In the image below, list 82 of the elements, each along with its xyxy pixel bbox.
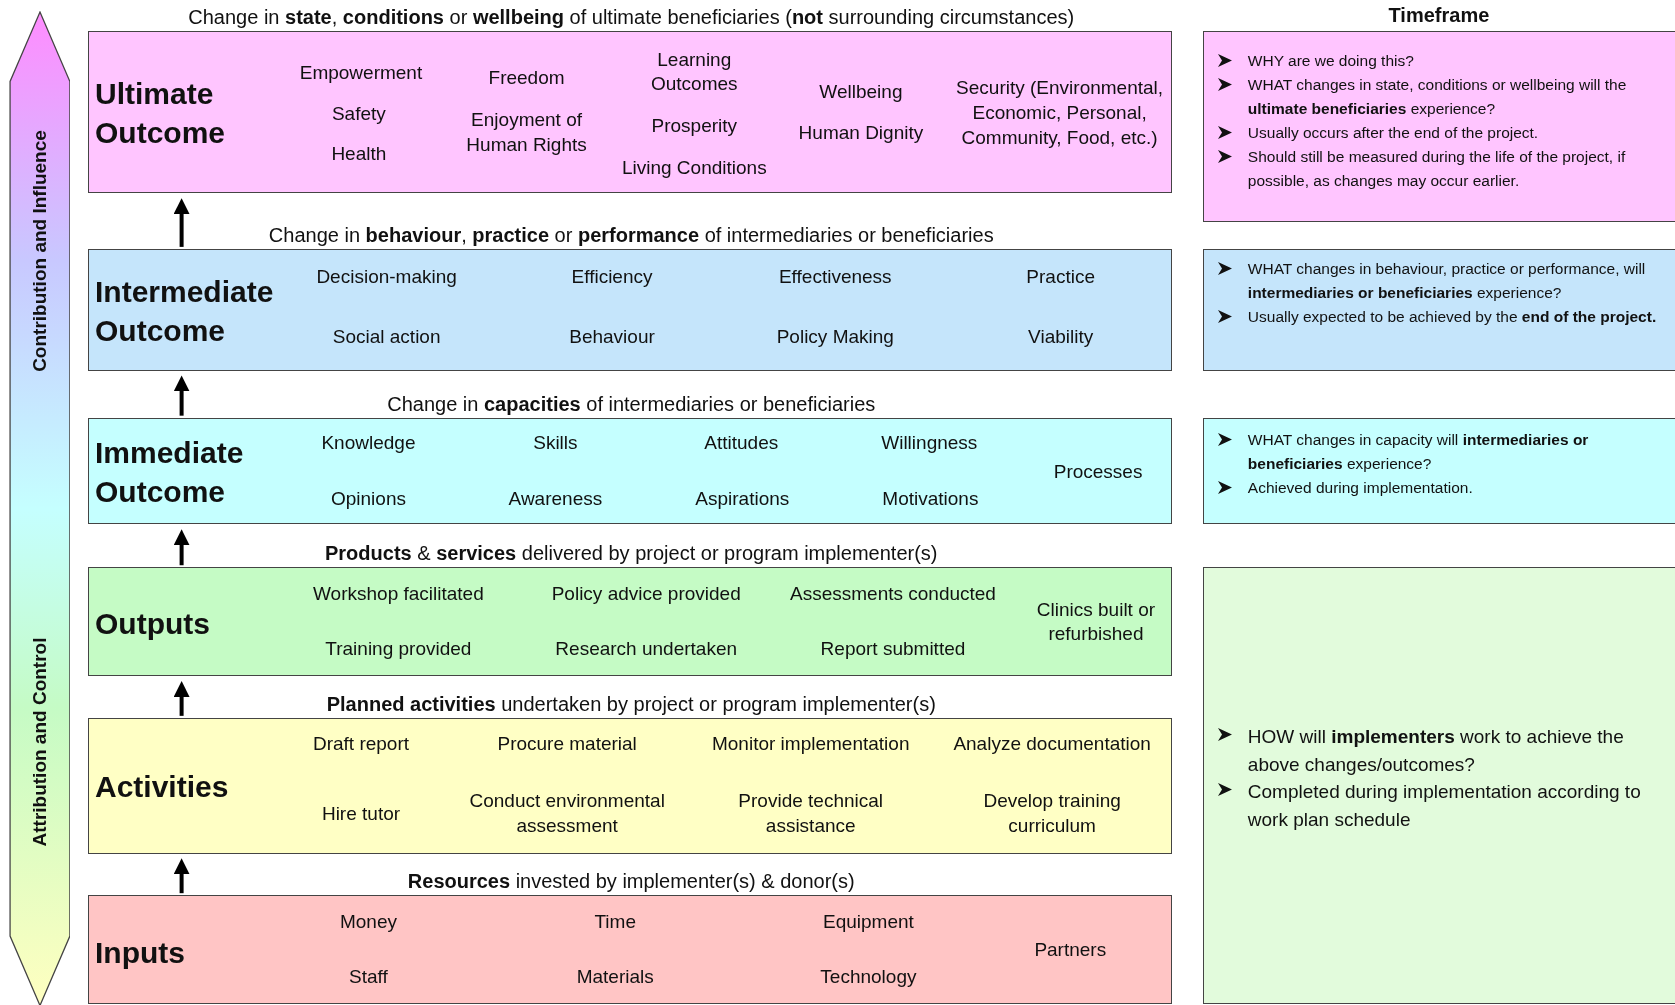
item-text: Attitudes	[703, 430, 780, 455]
level-heading: Planned activities undertaken by project or program implementer(s)	[326, 692, 936, 716]
item-text: Viability	[1027, 325, 1095, 350]
item-text: Partners	[1033, 937, 1108, 962]
up-arrow	[173, 529, 190, 566]
item-text: Procure material	[496, 732, 638, 757]
level-heading: Change in state, conditions or wellbeing of ultimate beneficiaries (not surrounding circumstances)	[188, 5, 1075, 29]
timeframe-box	[1202, 30, 1675, 223]
column-heading: Timeframe	[1388, 3, 1490, 27]
item-text: Empowerment	[298, 60, 424, 85]
item-text: Conduct environmental assessment	[468, 789, 666, 838]
level-title: Outputs	[95, 605, 211, 642]
level-title: Immediate Outcome	[95, 435, 245, 511]
level-heading: Change in capacities of intermediaries or beneficiaries	[387, 392, 876, 416]
item-text: Living Conditions	[620, 155, 768, 180]
item-text: Policy Making	[775, 325, 895, 350]
item-text: Efficiency	[570, 264, 654, 289]
item-text: Security (Environmental, Economic, Personal, Community, Food, etc.)	[955, 76, 1165, 150]
bullet-text: Completed during implementation according to work plan schedule	[1247, 781, 1641, 830]
timeframe-box	[1202, 248, 1675, 371]
item-text: Motivations	[881, 486, 980, 511]
level-title: Ultimate Outcome	[95, 76, 227, 152]
item-text: Money	[338, 909, 398, 934]
timeframe-box	[1202, 417, 1675, 525]
timeframe-box	[1202, 567, 1675, 1005]
item-text: Prosperity	[650, 113, 739, 138]
item-text: Health	[330, 141, 388, 166]
item-text: Policy advice provided	[550, 581, 742, 606]
level-title: Inputs	[95, 934, 186, 971]
level-heading: Products & services delivered by project or program implementer(s)	[325, 541, 938, 565]
item-text: Practice	[1025, 264, 1096, 289]
bullet-text: WHAT changes in behaviour, practice or performance, will intermediaries or beneficiaries experience?	[1247, 260, 1646, 302]
item-text: Willingness	[880, 430, 979, 455]
item-text: Hire tutor	[320, 801, 402, 826]
bullet-text: Achieved during implementation.	[1247, 479, 1473, 497]
vertical-label: Attribution and Control	[28, 637, 51, 847]
vertical-label: Contribution and Influence	[28, 130, 51, 372]
bullet-text: WHAT changes in capacity will intermediaries or beneficiaries experience?	[1247, 431, 1589, 473]
level-heading: Resources invested by implementer(s) & donor(s)	[407, 869, 855, 893]
item-text: Workshop facilitated	[312, 581, 485, 606]
up-arrow	[173, 375, 190, 416]
item-text: Develop training curriculum	[982, 789, 1122, 838]
bullet-text: Should still be measured during the life of the project, if possible, as changes may occur earlier.	[1247, 148, 1626, 190]
bullet-text: HOW will implementers work to achieve the above changes/outcomes?	[1247, 726, 1624, 775]
item-text: Technology	[819, 965, 918, 989]
item-text: Opinions	[329, 486, 407, 511]
item-text: Knowledge	[320, 430, 417, 455]
item-text: Effectiveness	[777, 264, 893, 289]
item-text: Processes	[1052, 459, 1144, 484]
item-text: Training provided	[324, 637, 473, 662]
up-arrow	[173, 858, 190, 894]
up-arrow	[173, 681, 190, 716]
item-text: Safety	[330, 101, 387, 126]
item-text: Enjoyment of Human Rights	[465, 108, 588, 158]
up-arrow	[173, 198, 190, 247]
item-text: Decision-making	[315, 264, 458, 289]
level-title: Activities	[95, 768, 230, 805]
item-text: Time	[593, 909, 637, 934]
item-text: Research undertaken	[554, 637, 739, 662]
item-text: Aspirations	[694, 486, 791, 511]
item-text: Analyze documentation	[952, 732, 1152, 757]
item-text: Learning Outcomes	[650, 47, 739, 97]
item-text: Equipment	[822, 909, 915, 934]
item-text: Freedom	[487, 65, 566, 90]
item-text: Draft report	[311, 732, 410, 757]
item-text: Clinics built or refurbished	[1035, 598, 1157, 647]
item-text: Monitor implementation	[711, 732, 911, 757]
item-text: Behaviour	[568, 325, 656, 350]
item-text: Awareness	[507, 486, 604, 511]
item-text: Staff	[348, 965, 389, 989]
bullet-text: Usually expected to be achieved by the end of the project.	[1247, 308, 1657, 326]
item-text: Materials	[575, 965, 655, 989]
item-text: Social action	[331, 325, 442, 350]
bullet-text: WHAT changes in state, conditions or wellbeing will the ultimate beneficiaries experience?	[1247, 76, 1627, 118]
item-text: Assessments conducted	[789, 581, 997, 606]
item-text: Skills	[532, 430, 579, 455]
item-text: Report submitted	[819, 637, 967, 662]
level-heading: Change in behaviour, practice or performance of intermediaries or beneficiaries	[268, 223, 994, 247]
bullet-text: WHY are we doing this?	[1247, 52, 1414, 70]
level-title: Intermediate Outcome	[95, 273, 275, 349]
item-text: Provide technical assistance	[737, 789, 885, 838]
bullet-text: Usually occurs after the end of the project.	[1247, 124, 1539, 142]
